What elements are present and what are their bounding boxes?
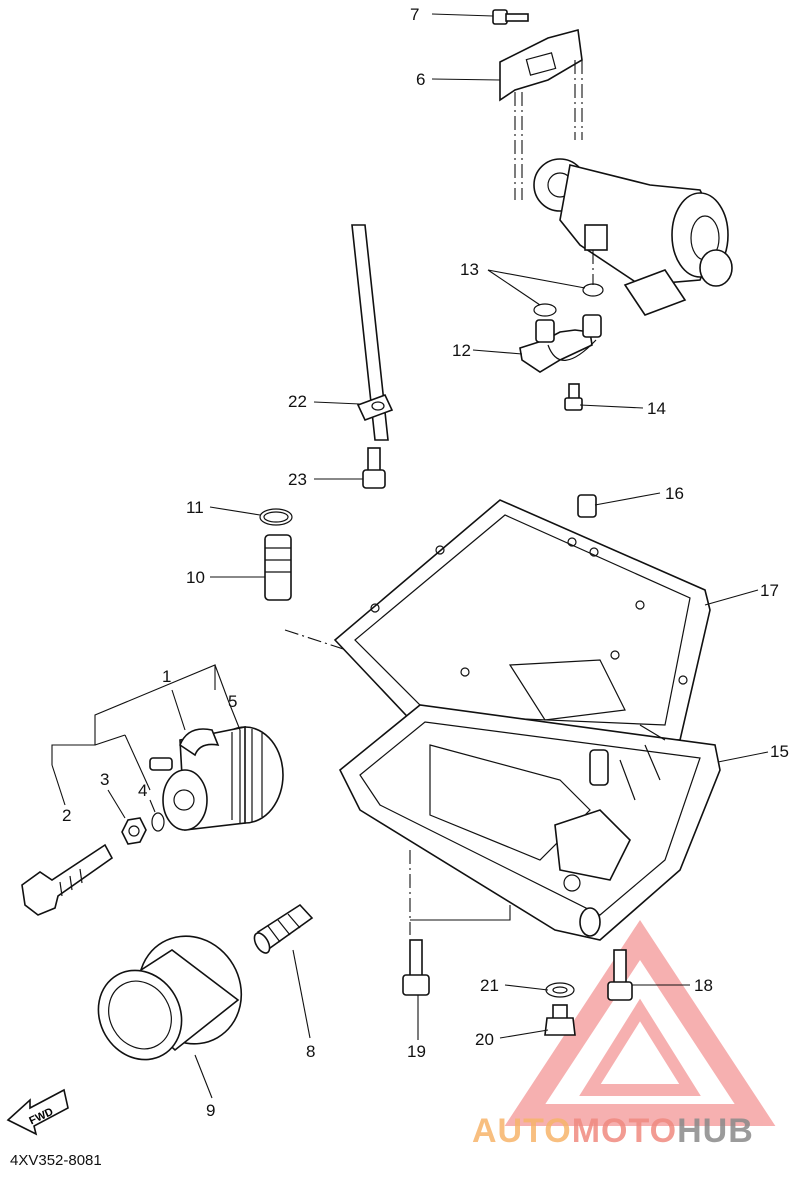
oil-filter xyxy=(97,935,243,1061)
leader-lines xyxy=(51,13,769,1099)
callout-19: 19 xyxy=(407,1042,426,1061)
oil-cooler xyxy=(149,726,284,831)
oil-dipstick xyxy=(351,224,394,441)
callout-9: 9 xyxy=(206,1101,215,1120)
watermark-part-1: AUTO xyxy=(472,1112,572,1150)
callout-10: 10 xyxy=(186,568,205,587)
diagram-code: 4XV352-8081 xyxy=(10,1152,102,1169)
pan-bolt-19 xyxy=(402,850,430,996)
callout-3: 3 xyxy=(100,770,109,789)
callout-11: 11 xyxy=(186,498,204,517)
callout-13: 13 xyxy=(460,260,479,279)
washer-3 xyxy=(121,817,147,845)
pan-bolt-18 xyxy=(607,949,633,1001)
dipstick-bolt xyxy=(362,447,386,489)
callout-21: 21 xyxy=(480,976,499,995)
watermark-text: AUTOMOTOHUB xyxy=(472,1112,754,1151)
watermark-part-2: MOTO xyxy=(571,1112,678,1150)
callout-14: 14 xyxy=(647,399,666,418)
pipe-bolt xyxy=(564,383,583,411)
callout-22: 22 xyxy=(288,392,307,411)
forward-arrow: FWD xyxy=(6,1088,69,1136)
drain-washer xyxy=(545,982,575,998)
callout-5: 5 xyxy=(228,692,237,711)
callout-16: 16 xyxy=(665,484,684,503)
oil-pan-gasket xyxy=(333,499,711,741)
gasket-dowel xyxy=(577,494,597,518)
callout-20: 20 xyxy=(475,1030,494,1049)
watermark-logo xyxy=(504,919,776,1126)
drain-bolt xyxy=(544,1004,576,1036)
callout-15: 15 xyxy=(770,742,789,761)
callout-labels: 7 6 13 12 14 22 23 11 16 10 17 1 5 15 3 … xyxy=(62,5,789,1120)
callout-6: 6 xyxy=(416,70,425,89)
callout-23: 23 xyxy=(288,470,307,489)
o-ring-pair xyxy=(533,250,604,317)
callout-4: 4 xyxy=(138,781,147,800)
callout-18: 18 xyxy=(694,976,713,995)
callout-1: 1 xyxy=(162,667,171,686)
watermark-part-3: HUB xyxy=(677,1112,754,1150)
callout-17: 17 xyxy=(760,581,779,600)
oil-pan xyxy=(338,704,721,941)
callout-7: 7 xyxy=(410,5,419,24)
union-bolt xyxy=(21,843,114,916)
oil-pump-assembly xyxy=(492,9,733,316)
callout-12: 12 xyxy=(452,341,471,360)
callout-2: 2 xyxy=(62,806,71,825)
oil-strainer-pipe xyxy=(264,534,501,701)
callout-8: 8 xyxy=(306,1042,315,1061)
filter-fitting xyxy=(253,903,314,954)
oil-delivery-pipe xyxy=(519,314,602,373)
o-ring-11 xyxy=(259,508,293,526)
o-ring-4 xyxy=(151,812,165,832)
